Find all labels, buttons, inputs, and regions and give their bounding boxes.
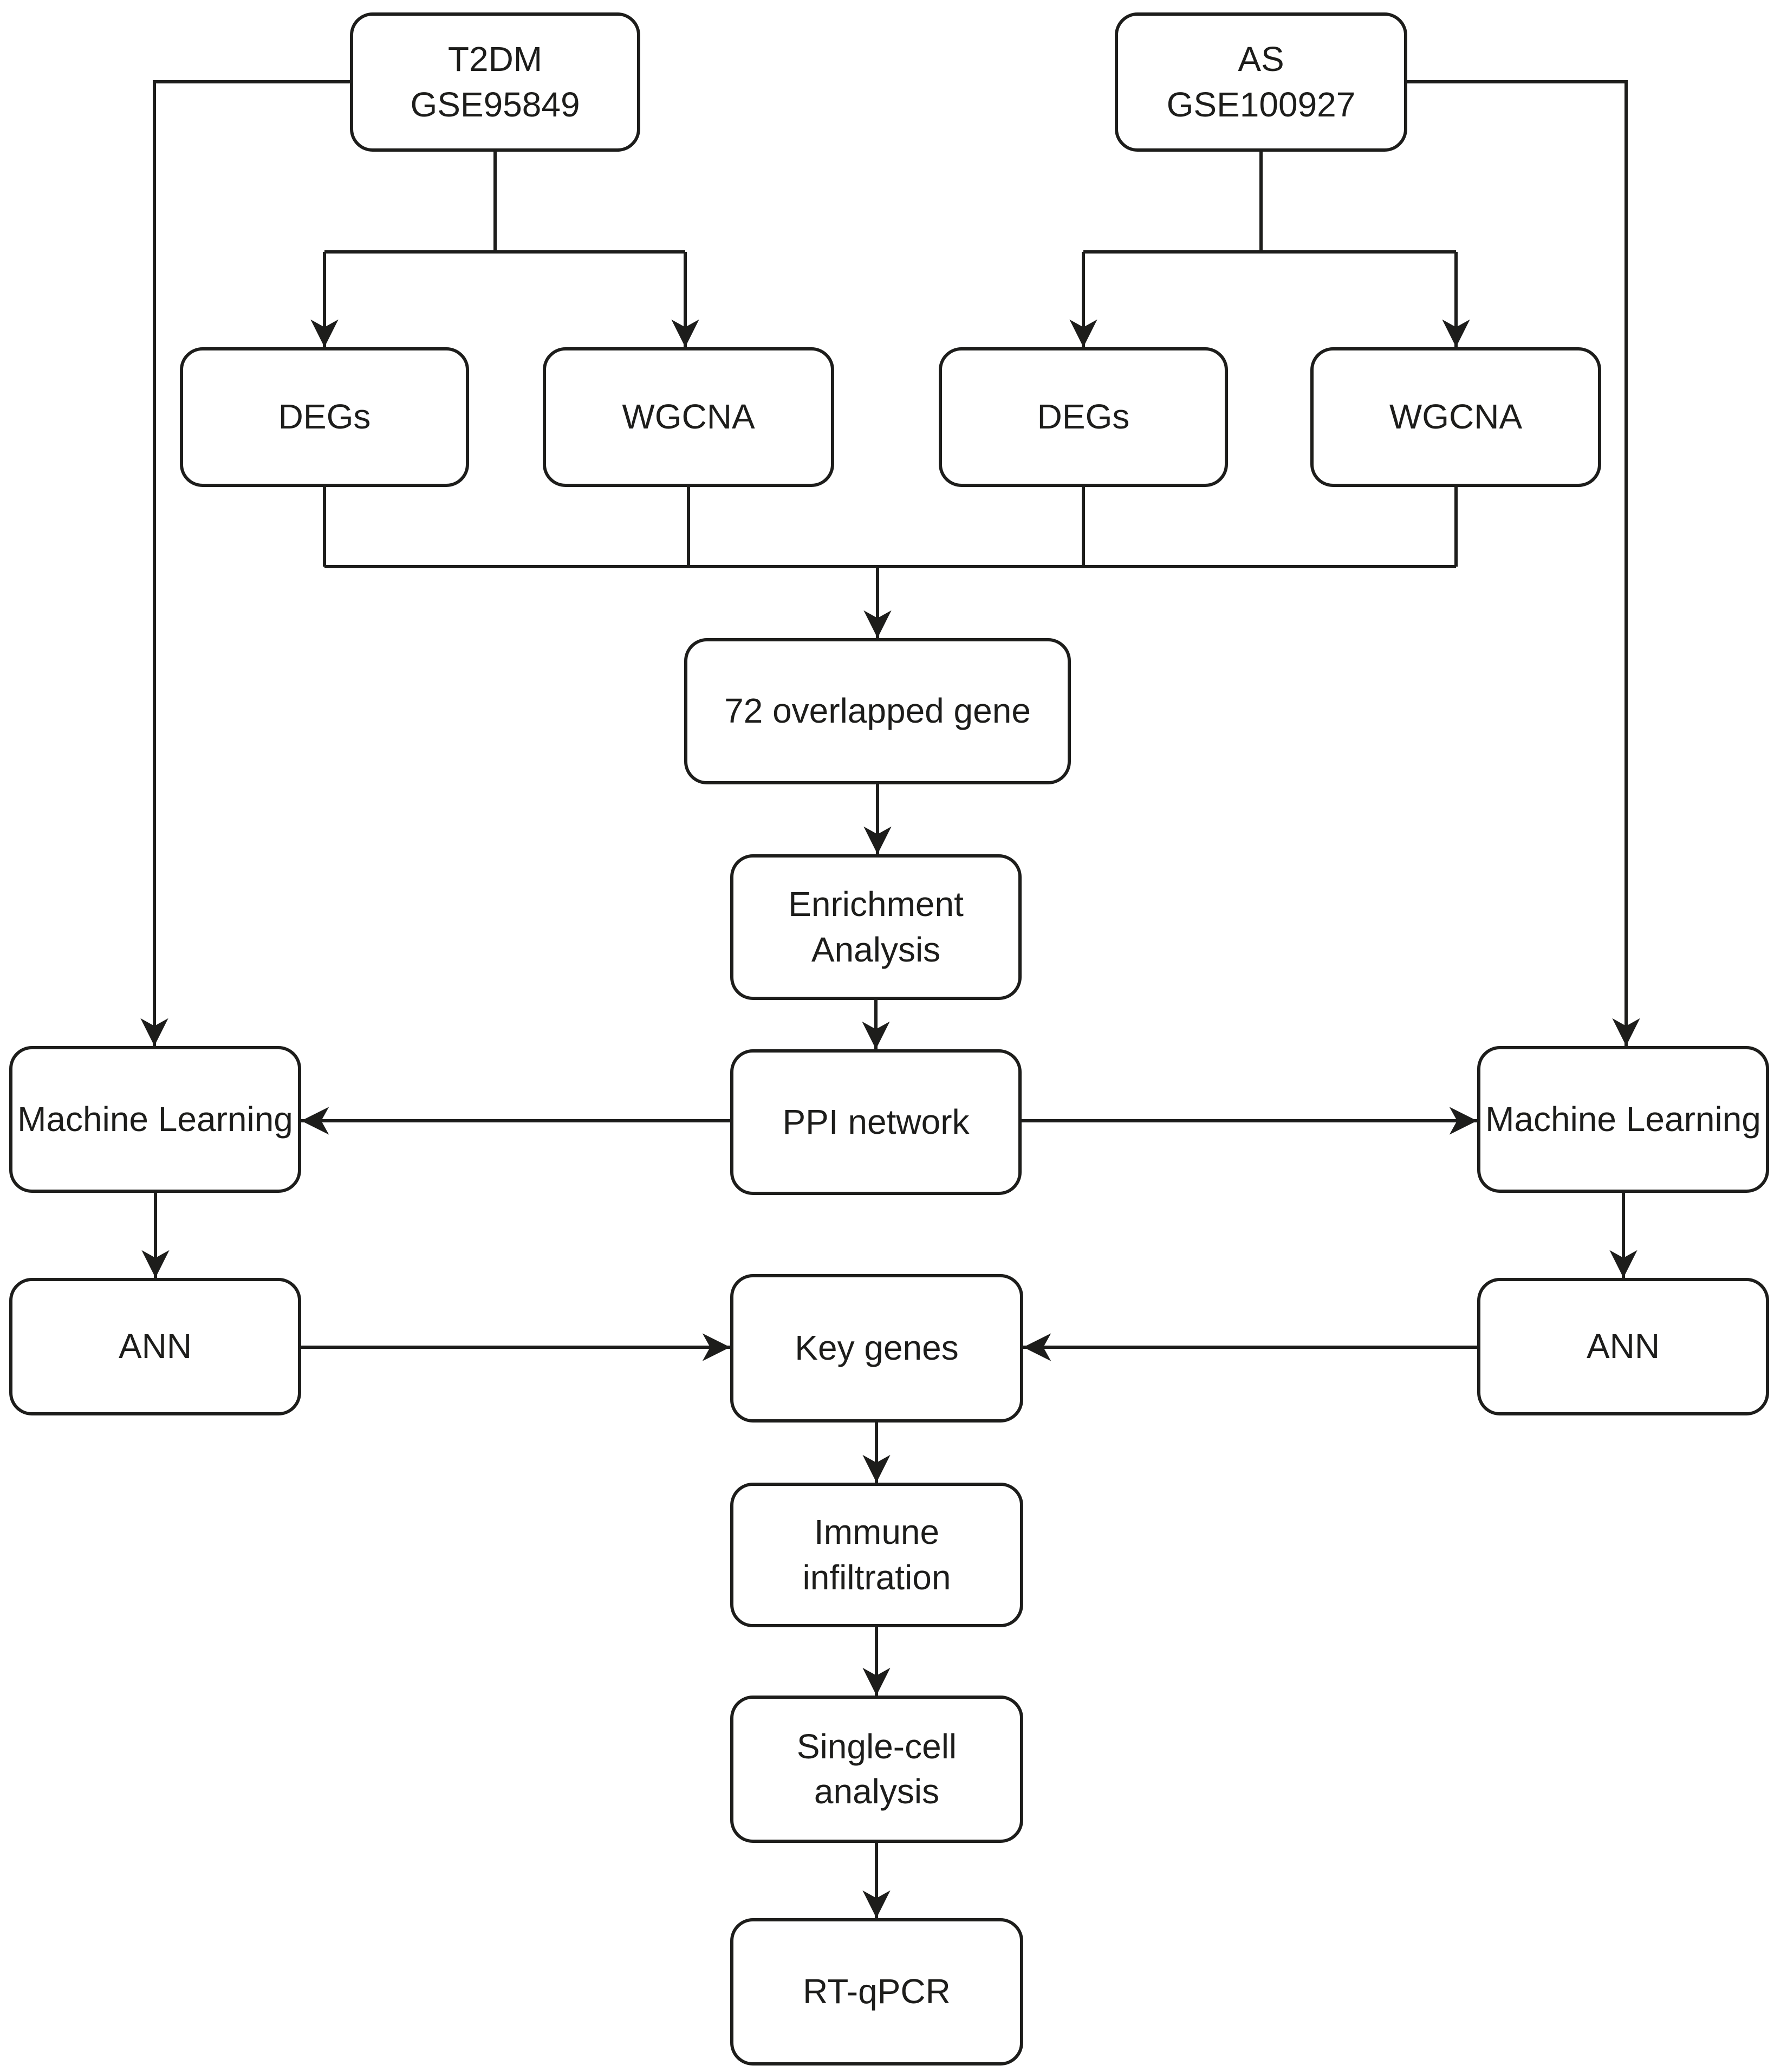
node-degs-t2dm-label: DEGs [278,397,371,437]
edge-t2dm-split-trunk [324,152,685,254]
node-ann-right-label: ANN [1586,1327,1660,1366]
node-single-cell-analysis: Single-cell analysis [730,1696,1023,1843]
node-key-genes: Key genes [730,1274,1023,1423]
node-overlapped-genes-label: 72 overlapped gene [724,691,1031,731]
node-wgcna-as: WGCNA [1310,347,1601,487]
node-key-genes-label: Key genes [795,1328,959,1368]
node-as-dataset: AS GSE100927 [1115,12,1407,152]
edge-collector-trunk [323,487,1458,568]
node-machine-learning-left: Machine Learning [9,1046,301,1193]
node-machine-learning-left-label: Machine Learning [17,1099,293,1139]
node-degs-t2dm: DEGs [180,347,469,487]
node-ppi-network: PPI network [730,1049,1022,1195]
edge-as-to-machine-learning-right [1407,80,1640,1046]
node-immune-infiltration: Immune infiltration [730,1483,1023,1627]
node-machine-learning-right: Machine Learning [1477,1046,1769,1193]
node-degs-as: DEGs [939,347,1228,487]
node-ann-left: ANN [9,1278,301,1415]
node-rt-qpcr-label: RT-qPCR [803,1972,951,2011]
node-rt-qpcr: RT-qPCR [730,1918,1023,2065]
node-enrichment-analysis: Enrichment Analysis [730,854,1022,1000]
node-ann-right: ANN [1477,1278,1769,1415]
edge-as-split-trunk [1083,152,1456,254]
node-ppi-network-label: PPI network [782,1102,970,1141]
node-as-label: AS GSE100927 [1166,40,1356,124]
node-degs-as-label: DEGs [1037,397,1130,437]
node-wgcna-t2dm: WGCNA [543,347,834,487]
edge-t2dm-to-machine-learning-left [140,80,350,1046]
node-immune-infiltration-label: Immune infiltration [802,1512,951,1597]
node-t2dm-label: T2DM GSE95849 [410,40,580,124]
node-wgcna-as-label: WGCNA [1389,397,1523,437]
node-ann-left-label: ANN [118,1327,192,1366]
node-overlapped-genes: 72 overlapped gene [684,638,1071,784]
node-machine-learning-right-label: Machine Learning [1485,1099,1761,1139]
node-single-cell-analysis-label: Single-cell analysis [796,1726,957,1811]
node-enrichment-analysis-label: Enrichment Analysis [788,885,964,969]
node-t2dm-dataset: T2DM GSE95849 [350,12,640,152]
node-wgcna-t2dm-label: WGCNA [622,397,755,437]
